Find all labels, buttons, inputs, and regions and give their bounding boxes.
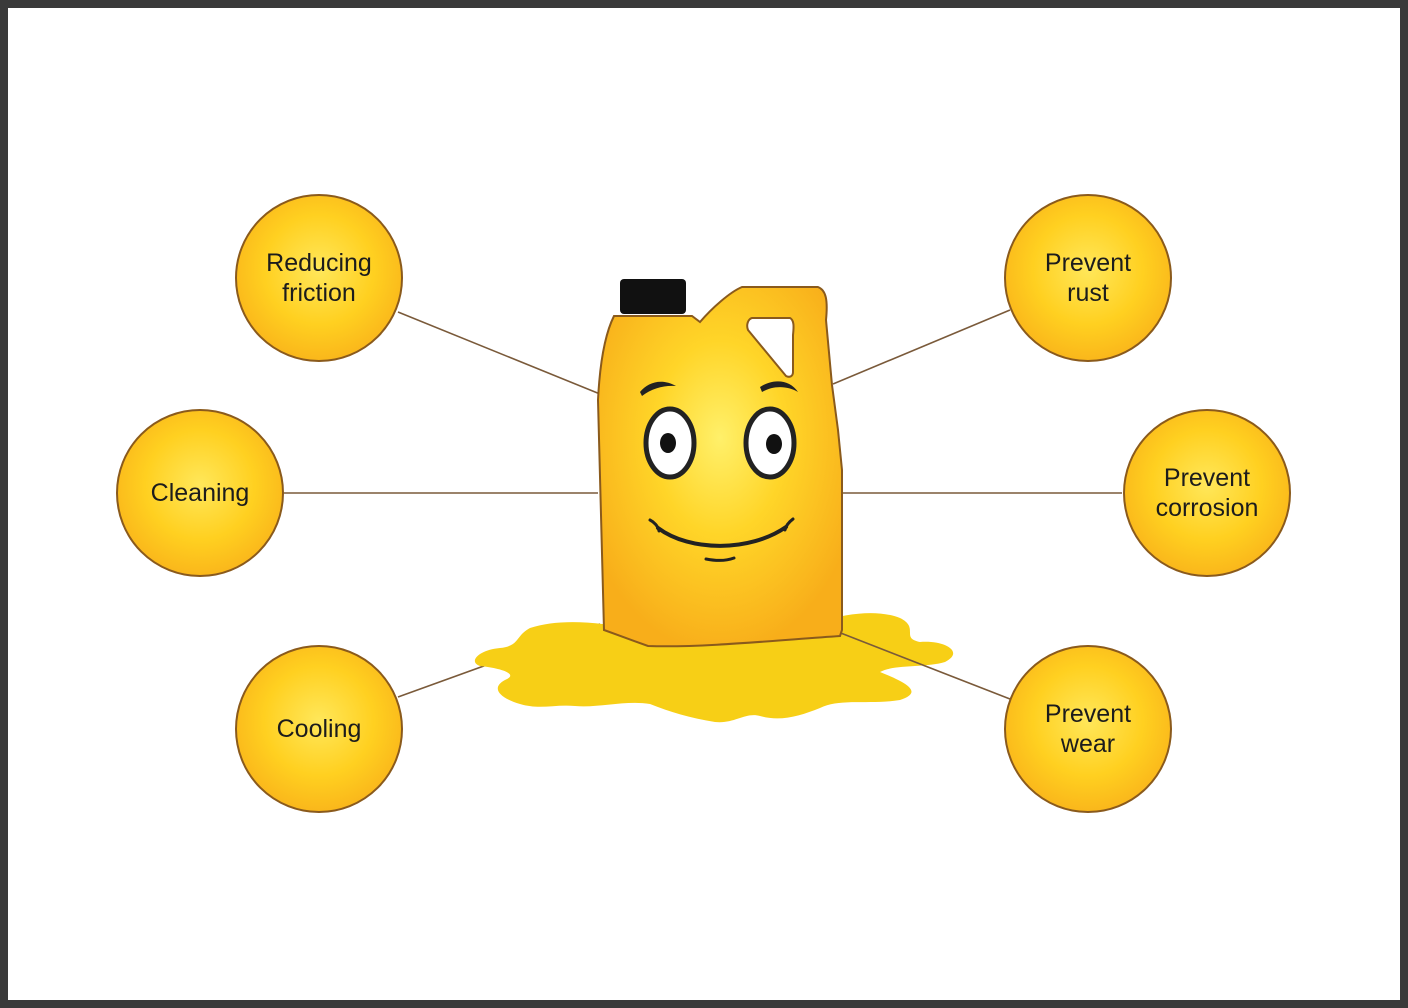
chin-line [704, 556, 736, 562]
node-label: Prevent wear [1044, 700, 1132, 758]
oil-canister-mascot [596, 279, 843, 648]
left-pupil-icon [660, 433, 676, 453]
left-eyebrow-icon [640, 381, 676, 396]
canister-cap [620, 279, 686, 314]
node-label: Cleaning [150, 479, 250, 507]
node-reducing-friction: Reducing friction [235, 194, 403, 362]
canister-body [596, 286, 843, 648]
canister-handle-hole [746, 317, 795, 378]
node-label: Prevent corrosion [1155, 464, 1259, 522]
node-label: Reducing friction [266, 249, 372, 307]
node-label: Cooling [276, 715, 362, 743]
smile-icon [656, 525, 788, 548]
node-cooling: Cooling [235, 645, 403, 813]
right-eyebrow-icon [760, 381, 798, 392]
connector-reducing-friction [397, 311, 601, 395]
node-label: Prevent rust [1044, 249, 1132, 307]
right-pupil-icon [766, 434, 782, 454]
connector-prevent-rust [832, 309, 1011, 385]
smile-left-dimple [648, 518, 661, 533]
node-cleaning: Cleaning [116, 409, 284, 577]
smile-right-dimple [783, 517, 795, 532]
connector-prevent-wear [832, 629, 1011, 700]
oil-puddle [474, 613, 954, 723]
node-prevent-corrosion: Prevent corrosion [1123, 409, 1291, 577]
node-prevent-rust: Prevent rust [1004, 194, 1172, 362]
node-prevent-wear: Prevent wear [1004, 645, 1172, 813]
